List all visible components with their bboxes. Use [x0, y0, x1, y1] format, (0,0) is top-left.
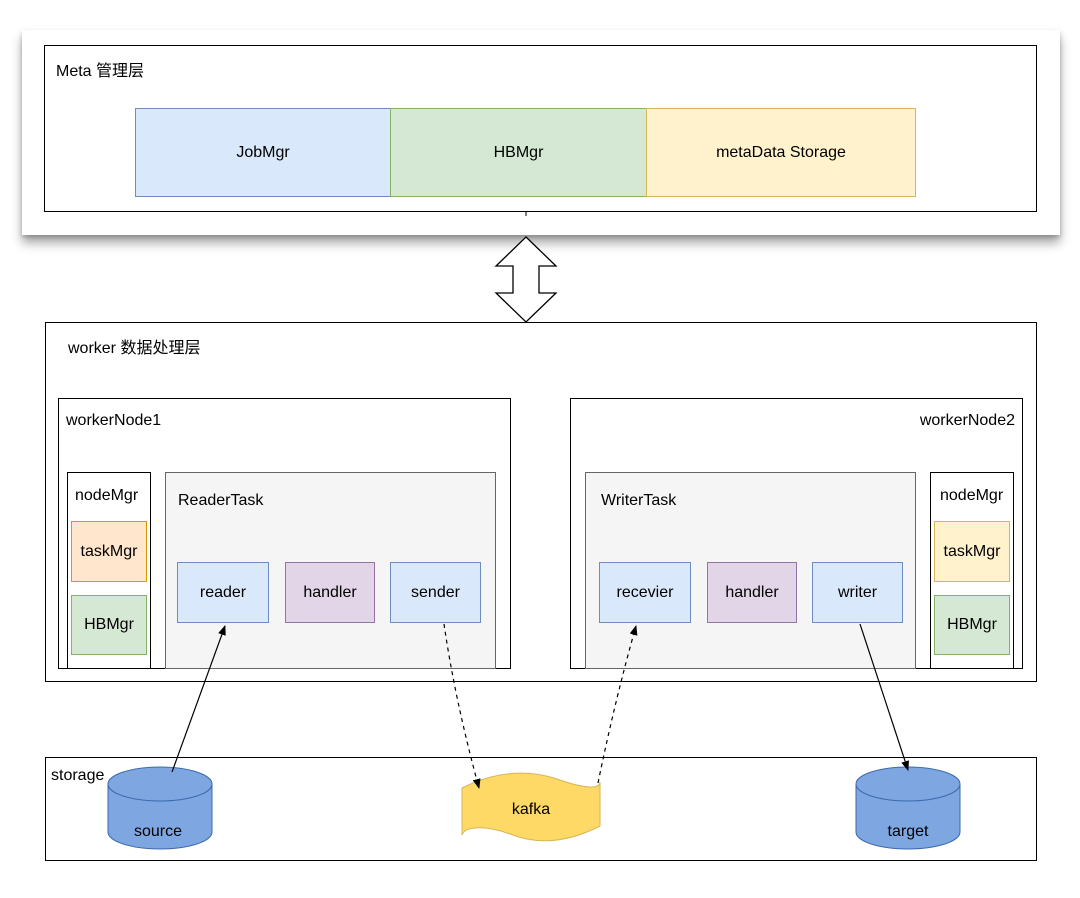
hbmgr-block: HBMgr [390, 108, 647, 197]
hb-mgr-2-label: HBMgr [947, 616, 997, 633]
receiver-label: recevier [616, 583, 674, 601]
metadata-storage-label: metaData Storage [716, 143, 846, 161]
reader-task-label: ReaderTask [178, 492, 264, 509]
metadata-storage-block: metaData Storage [646, 108, 916, 197]
kafka-to-receiver-arrow [597, 625, 638, 784]
writer-block: writer [812, 562, 903, 623]
hb-mgr-2: HBMgr [934, 595, 1010, 655]
sender-to-kafka-arrow [443, 623, 481, 789]
handler-block-2: handler [707, 562, 797, 623]
sender-block: sender [390, 562, 481, 623]
jobmgr-label: JobMgr [236, 143, 290, 161]
meta-layer-label: Meta 管理层 [56, 63, 145, 80]
task-mgr-2-label: taskMgr [943, 542, 1001, 560]
task-mgr-1-label: taskMgr [80, 542, 138, 560]
reader-label: reader [199, 583, 247, 601]
hbmgr-label: HBMgr [493, 143, 544, 161]
task-mgr-1: taskMgr [71, 521, 147, 582]
source-label: source [134, 823, 182, 840]
hb-mgr-1: HBMgr [71, 595, 147, 655]
reader-block: reader [177, 562, 269, 623]
target-database-icon [855, 766, 961, 850]
kafka-label: kafka [512, 801, 550, 818]
task-mgr-2: taskMgr [934, 521, 1010, 582]
worker-node-1-label: workerNode1 [66, 412, 162, 429]
node-mgr-2-label: nodeMgr [940, 487, 1004, 504]
target-label: target [888, 823, 929, 840]
writer-task-label: WriterTask [601, 492, 677, 509]
worker-layer-label: worker 数据处理层 [68, 340, 201, 357]
sender-label: sender [411, 583, 460, 601]
handler-1-label: handler [303, 583, 357, 601]
node-mgr-1-label: nodeMgr [75, 487, 139, 504]
hb-mgr-1-label: HBMgr [84, 616, 134, 633]
worker-node-2-label: workerNode2 [919, 412, 1015, 429]
source-to-reader-arrow [171, 625, 226, 773]
writer-to-target-arrow [859, 623, 909, 771]
sync-double-arrow [494, 236, 558, 323]
handler-2-label: handler [725, 583, 779, 601]
kafka-tape-icon [461, 772, 601, 842]
source-database-icon [107, 766, 213, 850]
receiver-block: recevier [599, 562, 691, 623]
writer-label: writer [837, 583, 878, 601]
storage-layer-label: storage [51, 767, 105, 784]
handler-block-1: handler [285, 562, 375, 623]
